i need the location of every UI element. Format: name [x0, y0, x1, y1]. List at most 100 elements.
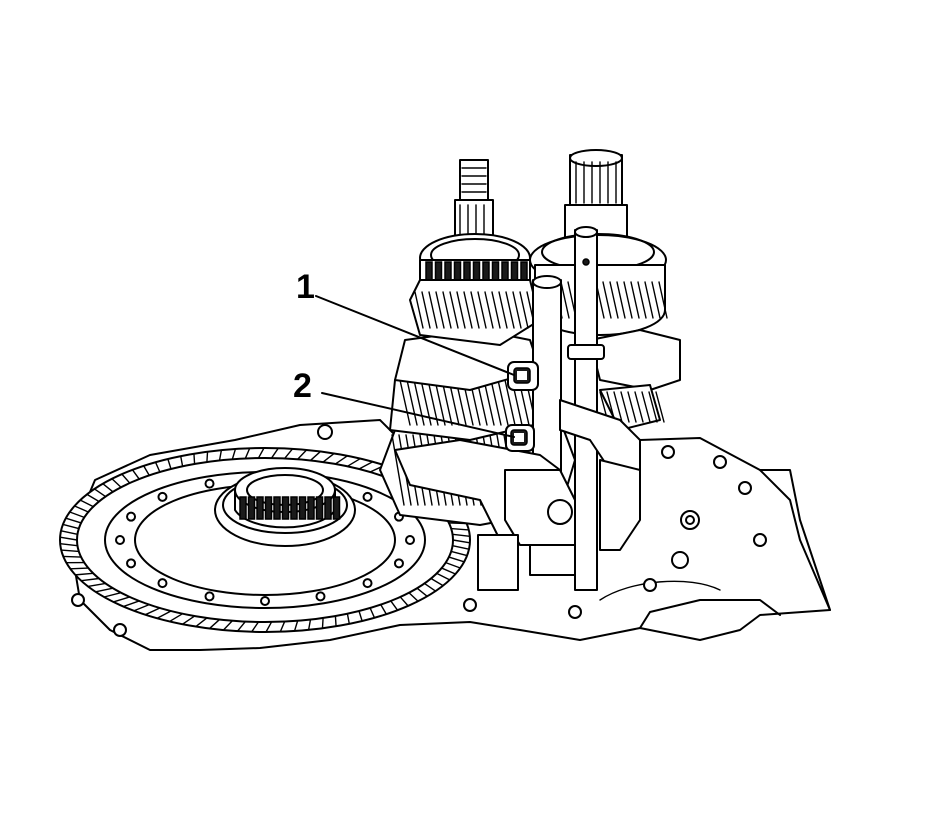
ring-gear-tooth [293, 620, 299, 632]
gear-tooth [655, 391, 665, 423]
ring-gear-bolt [115, 535, 125, 545]
ring-gear-tooth [94, 587, 114, 593]
ring-gear-tooth [236, 620, 247, 632]
ring-gear-tooth [131, 469, 140, 480]
gear-tooth [435, 291, 445, 329]
ring-gear-tooth [436, 572, 451, 581]
bearing-roller [307, 496, 315, 520]
ring-gear-bolt [204, 478, 215, 489]
gear-tooth [427, 379, 439, 426]
gear-tooth [483, 379, 495, 426]
gear-tooth [484, 291, 494, 329]
ring-gear-tooth [445, 561, 461, 569]
ring-gear-bolt [126, 558, 137, 569]
ring-gear-tooth [60, 530, 79, 535]
gear-tooth [644, 281, 654, 319]
gear-tooth [616, 281, 626, 319]
ring-gear-tooth [60, 549, 80, 553]
ring-gear-tooth [346, 613, 350, 625]
ring-gear-tooth [69, 567, 90, 570]
callout-2-label: 2 [293, 367, 312, 405]
ring-gear-tooth [451, 533, 471, 538]
ring-gear-tooth [430, 577, 444, 587]
ring-gear-tooth [195, 617, 208, 628]
ring-gear-tooth [307, 618, 312, 631]
bearing-roller [239, 496, 247, 520]
bearing-roller [281, 496, 290, 520]
ring-gear-tooth [167, 458, 172, 470]
ring-gear-tooth [59, 542, 79, 547]
ring-gear-tooth [142, 465, 150, 477]
gear-tooth [434, 379, 446, 426]
ring-gear-tooth [270, 447, 279, 459]
ring-gear-bolt [260, 596, 270, 606]
gear-tooth [406, 379, 418, 426]
ring-gear-tooth [102, 483, 114, 493]
gear-tooth [519, 291, 529, 329]
ring-gear-tooth [86, 493, 100, 503]
gear-tooth [627, 391, 637, 423]
ring-gear-tooth [423, 582, 437, 592]
callout-target-2 [505, 424, 535, 452]
bearing-roller [264, 496, 273, 520]
ring-gear-tooth [193, 453, 196, 465]
gear-tooth [648, 391, 658, 423]
gear-tooth [498, 291, 508, 329]
bearing-roller [315, 496, 324, 520]
bearing-roller [324, 496, 332, 520]
gear-tooth [630, 281, 640, 319]
gear-tooth [442, 291, 452, 329]
ring-gear-tooth [321, 617, 324, 630]
bearing-roller [247, 496, 256, 520]
gear-tooth [428, 291, 438, 329]
ring-gear-tooth [251, 621, 260, 633]
ring-gear-tooth [257, 447, 265, 459]
ring-gear-tooth [408, 592, 419, 602]
ring-gear-tooth [448, 556, 465, 563]
gear-tooth [658, 281, 668, 319]
gear-tooth [497, 379, 509, 426]
ring-gear-bolt [393, 558, 404, 569]
ring-gear-tooth [296, 449, 308, 460]
ring-gear-tooth [121, 473, 131, 484]
ring-gear-tooth [62, 523, 80, 530]
ring-gear-bolt [362, 491, 373, 502]
ring-gear-tooth [322, 452, 335, 463]
ring-gear-tooth [93, 488, 107, 498]
bearing-roller [332, 496, 341, 520]
gear-tooth [456, 291, 466, 329]
ring-gear-tooth [69, 511, 85, 519]
ring-gear-tooth [181, 615, 196, 625]
gear-tooth [413, 379, 425, 426]
ring-gear-tooth [144, 607, 161, 616]
bearing-roller [256, 496, 264, 520]
ring-gear-tooth [380, 603, 388, 615]
gear-tooth [641, 391, 651, 423]
input-shaft [409, 159, 543, 346]
ring-gear-tooth [133, 603, 150, 612]
ring-gear-bolt [315, 591, 326, 602]
gear-tooth [634, 391, 644, 423]
ring-gear-tooth [80, 577, 100, 582]
ring-gear-tooth [358, 610, 363, 622]
gear-tooth [491, 291, 501, 329]
ring-gear-tooth [309, 450, 322, 462]
ring-gear-tooth [168, 613, 184, 623]
ring-gear-tooth [74, 572, 94, 576]
gear-tooth [441, 379, 453, 426]
ring-gear-tooth [156, 610, 172, 619]
gear-tooth [620, 391, 630, 423]
ring-gear-bolt [157, 491, 168, 502]
gear-tooth [613, 391, 623, 423]
ring-gear-tooth [452, 539, 471, 544]
ring-gear-tooth [450, 550, 468, 557]
ring-gear-bolt [362, 578, 373, 589]
output-shaft [529, 149, 681, 431]
ring-gear-tooth [390, 600, 399, 611]
ring-gear-tooth [346, 457, 362, 467]
ring-gear-tooth [73, 505, 90, 513]
bearing-roller [290, 496, 298, 520]
ring-gear-tooth [122, 600, 140, 608]
ring-gear-bolt [405, 535, 415, 545]
